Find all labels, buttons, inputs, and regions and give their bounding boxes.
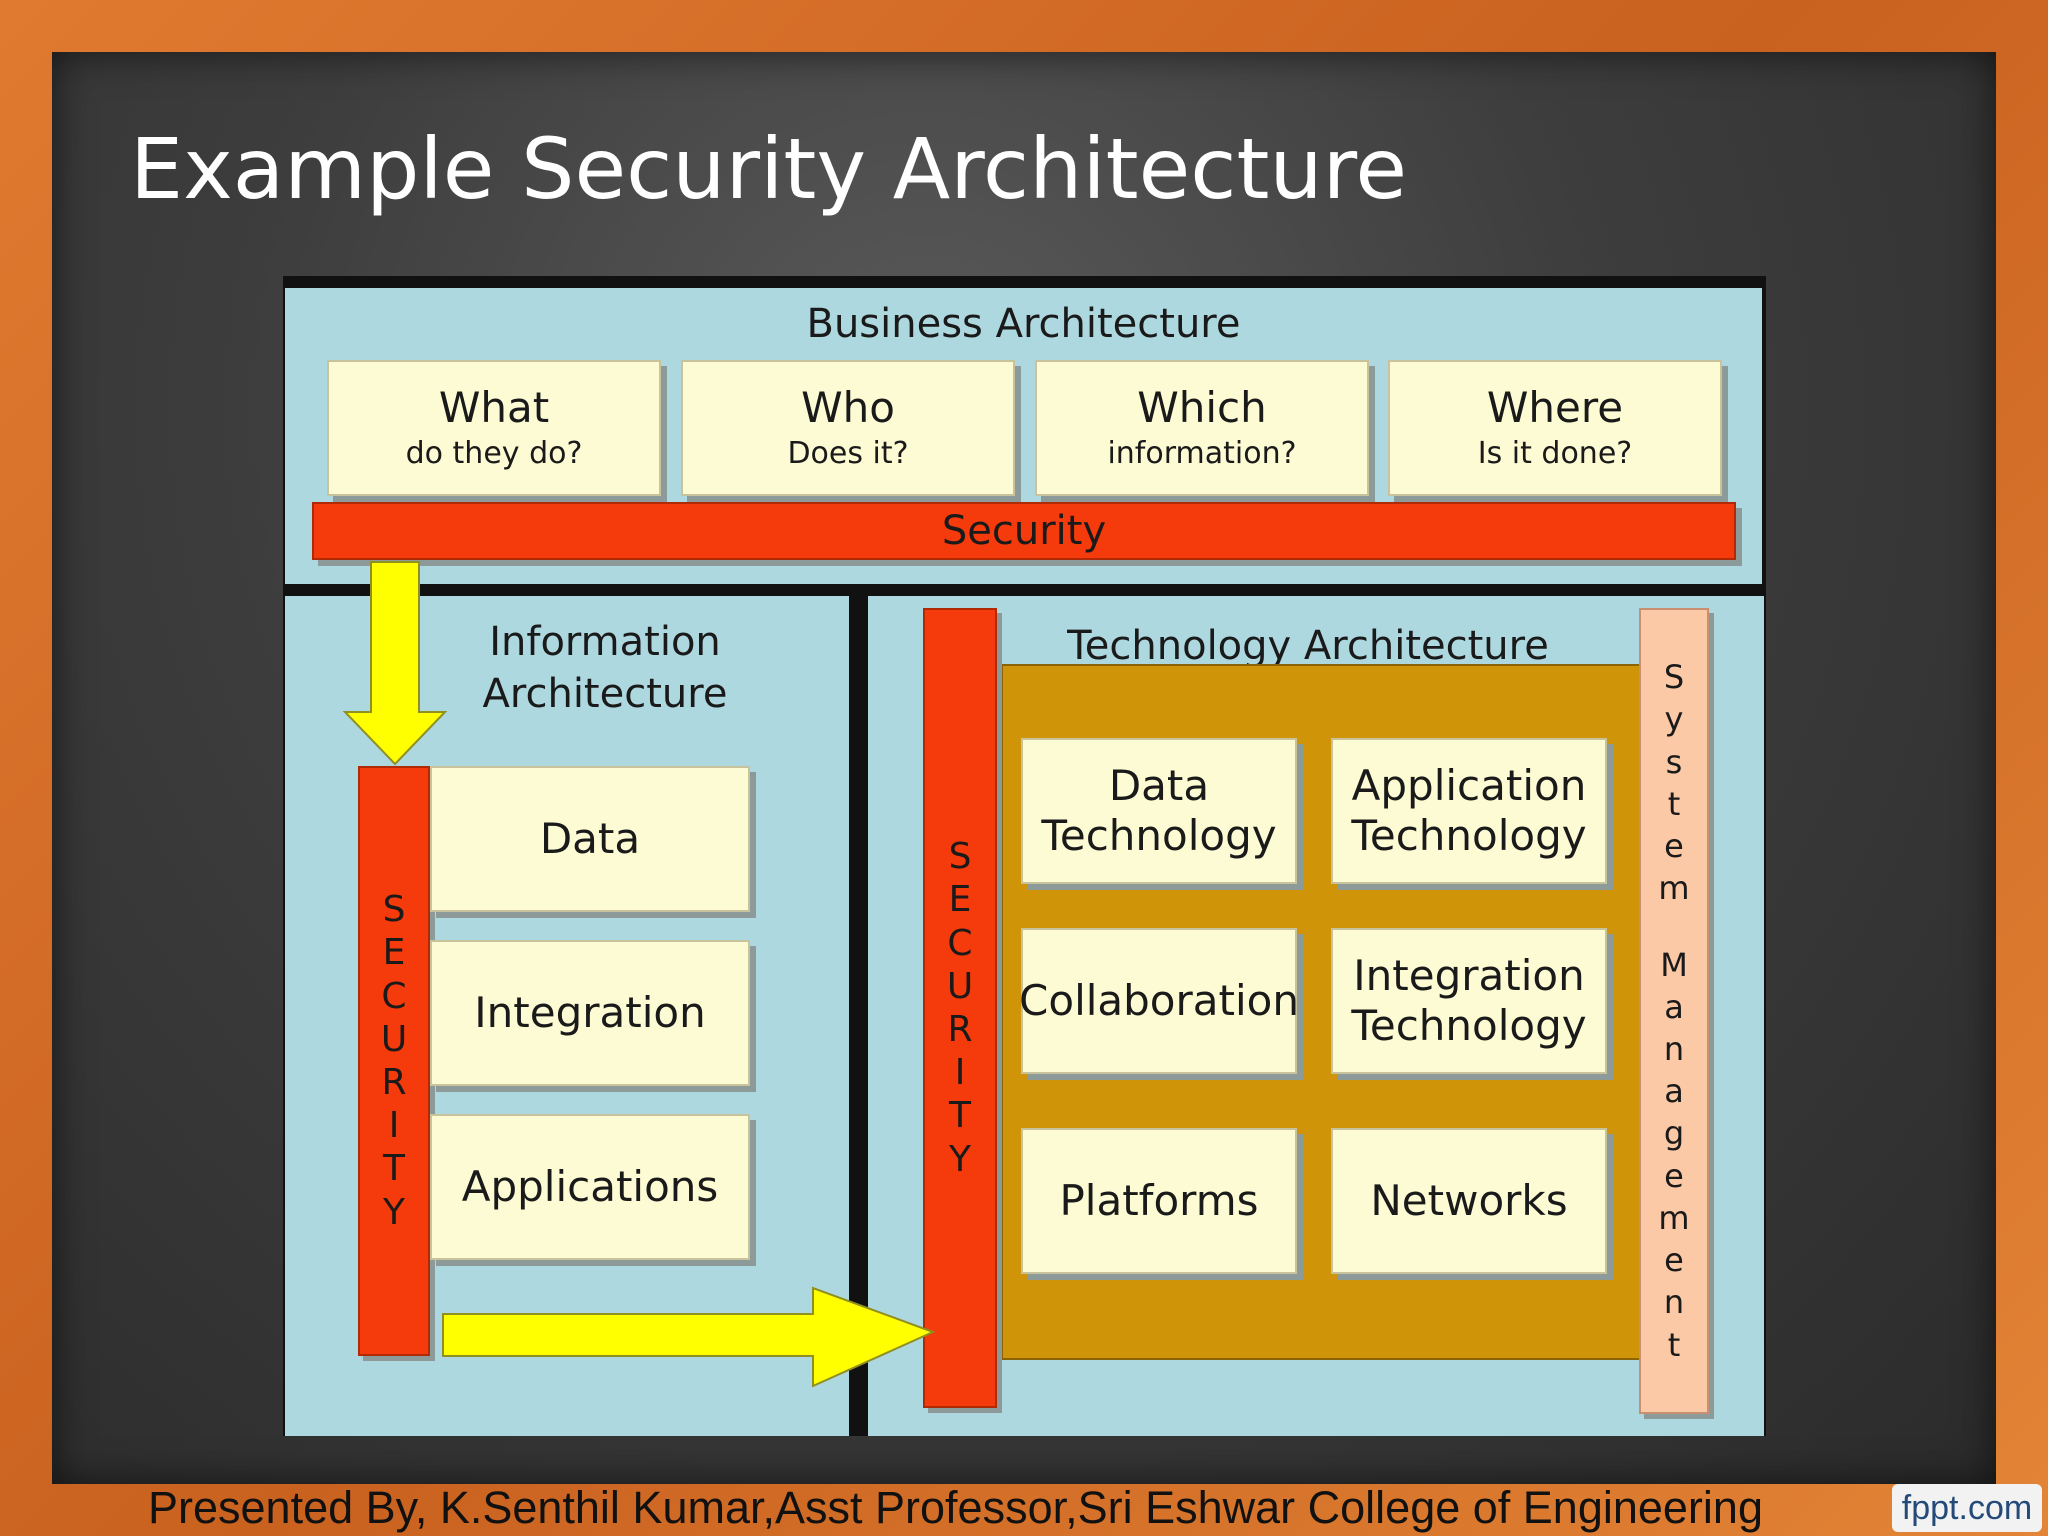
- item-line: Technology: [1351, 811, 1587, 860]
- system-management-letter: m: [1658, 1198, 1690, 1237]
- business-architecture-panel: Business Architecture What do they do? W…: [285, 288, 1762, 584]
- system-management-letter: e: [1664, 1156, 1684, 1195]
- brand-logo: fppt.com: [1892, 1484, 2042, 1532]
- business-architecture-label: Business Architecture: [806, 301, 1241, 347]
- tech-item-integration-technology: Integration Technology: [1331, 928, 1607, 1074]
- item-line: Integration: [1353, 950, 1585, 1000]
- system-management-letter: S: [1663, 658, 1685, 697]
- security-letter: I: [388, 1105, 400, 1147]
- security-letter: E: [382, 932, 406, 974]
- label-line: Information: [489, 619, 721, 665]
- business-question-which: Which information?: [1035, 360, 1369, 496]
- system-management-letter: n: [1663, 1283, 1685, 1322]
- question-sub: do they do?: [405, 435, 583, 471]
- business-question-where: Where Is it done?: [1388, 360, 1722, 496]
- security-architecture-diagram: Business Architecture What do they do? W…: [283, 276, 1766, 1436]
- security-letter: S: [948, 836, 972, 878]
- information-architecture-label: Information Architecture: [440, 616, 770, 720]
- slide-title: Example Security Architecture: [130, 120, 1408, 218]
- business-security-bar: Security: [312, 502, 1736, 560]
- security-letter: Y: [383, 1191, 405, 1233]
- system-management-letter: M: [1660, 945, 1688, 984]
- tech-item-networks: Networks: [1331, 1128, 1607, 1274]
- security-letter: S: [382, 889, 406, 931]
- question-main: Who: [801, 383, 895, 433]
- technology-security-bar: S E C U R I T Y: [923, 608, 997, 1408]
- question-sub: Is it done?: [1477, 435, 1633, 471]
- tech-item-data-technology: Data Technology: [1021, 738, 1297, 884]
- info-item-applications: Applications: [430, 1114, 750, 1260]
- tech-item-platforms: Platforms: [1021, 1128, 1297, 1274]
- item-line: Technology: [1351, 1001, 1587, 1050]
- item-label: Data: [539, 813, 641, 863]
- system-management-letter: a: [1664, 987, 1684, 1026]
- information-security-bar: S E C U R I T Y: [358, 766, 430, 1356]
- question-main: What: [438, 383, 550, 433]
- system-management-letter: t: [1667, 1325, 1681, 1364]
- item-line: Data: [1108, 760, 1210, 810]
- security-letter: T: [383, 1148, 405, 1190]
- system-management-letter: y: [1664, 700, 1684, 739]
- system-management-letter: g: [1663, 1114, 1685, 1153]
- question-main: Which: [1137, 383, 1267, 433]
- right-arrow: [442, 1286, 936, 1388]
- label-line: Architecture: [482, 671, 728, 717]
- system-management-letter: a: [1664, 1072, 1684, 1111]
- system-management-letter: m: [1658, 869, 1690, 908]
- down-arrow: [342, 561, 448, 766]
- security-letter: R: [381, 1062, 407, 1103]
- system-management-letter: t: [1667, 784, 1681, 823]
- system-management-letter: e: [1664, 827, 1684, 866]
- system-management-letter: n: [1663, 1030, 1685, 1068]
- security-letter: R: [947, 1009, 973, 1050]
- system-management-letter: s: [1665, 742, 1683, 781]
- security-letter: T: [949, 1095, 971, 1137]
- question-sub: Does it?: [787, 435, 909, 471]
- info-item-integration: Integration: [430, 940, 750, 1086]
- security-letter: I: [954, 1052, 966, 1094]
- item-line: Application: [1351, 760, 1587, 810]
- question-main: Where: [1486, 383, 1624, 433]
- security-letter: E: [948, 879, 972, 921]
- tech-item-collaboration: Collaboration: [1019, 928, 1299, 1074]
- security-letter: U: [946, 965, 974, 1007]
- item-line: Platforms: [1059, 1175, 1259, 1225]
- item-line: Technology: [1041, 811, 1277, 860]
- security-letter: C: [381, 975, 407, 1017]
- flow-arrows: [342, 561, 936, 1388]
- tech-item-application-technology: Application Technology: [1331, 738, 1607, 884]
- footer-credit: Presented By, K.Senthil Kumar,Asst Profe…: [148, 1482, 1763, 1533]
- question-sub: information?: [1107, 435, 1297, 471]
- item-label: Applications: [461, 1161, 719, 1211]
- security-letter: Y: [949, 1138, 971, 1180]
- security-letter: C: [947, 922, 973, 964]
- item-line: Collaboration: [1019, 975, 1299, 1025]
- business-question-what: What do they do?: [327, 360, 661, 496]
- business-question-who: Who Does it?: [681, 360, 1015, 496]
- item-line: Networks: [1370, 1175, 1568, 1225]
- info-item-data: Data: [430, 766, 750, 912]
- technology-architecture-label: Technology Architecture: [1067, 623, 1549, 669]
- item-label: Integration: [474, 987, 706, 1037]
- system-management-letter: e: [1664, 1241, 1684, 1280]
- system-management-bar: S y s t e m M a n a g e m e n t: [1639, 608, 1709, 1414]
- security-letter: U: [380, 1018, 408, 1060]
